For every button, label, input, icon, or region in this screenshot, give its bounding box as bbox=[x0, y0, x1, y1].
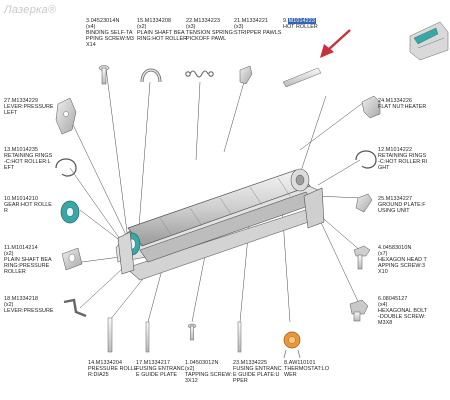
stripper-pawl-part bbox=[239, 65, 253, 85]
leader-line bbox=[317, 213, 363, 253]
thermostat-part bbox=[283, 331, 301, 359]
highlighted-part-number: M1014223 bbox=[287, 18, 316, 24]
tapping-screw-part bbox=[187, 323, 197, 341]
leader-line bbox=[195, 81, 201, 161]
bearing-pressure-roller-part bbox=[61, 247, 83, 271]
pointer-arrow bbox=[320, 29, 351, 58]
part-label: 13.M1014235 RETAINING RINGS-C:HOT ROLLER… bbox=[4, 147, 53, 172]
leader-line bbox=[299, 101, 365, 151]
fusing-unit-assembly bbox=[115, 168, 325, 281]
ground-plate-part bbox=[355, 193, 373, 213]
part-label: 22.M1334223(x3) TENSION SPRING:PICKOFF P… bbox=[186, 18, 235, 43]
binding-screw-part bbox=[98, 65, 110, 85]
hot-roller-part bbox=[282, 67, 322, 88]
part-label: 18.M1334218(x2) LEVER:PRESSURE bbox=[4, 296, 54, 315]
part-label: 24.M1334226 FLAT NUT:HEATER bbox=[378, 98, 427, 111]
hexagonal-bolt-part bbox=[349, 299, 369, 322]
tension-spring-part bbox=[185, 70, 214, 78]
part-label: 1.04503012N(x2) TAPPING SCREW:3X12 bbox=[185, 360, 232, 385]
retaining-ring-left-part bbox=[55, 158, 77, 177]
leader-line bbox=[299, 95, 327, 175]
leader-line bbox=[105, 67, 129, 241]
flat-nut-part bbox=[361, 95, 381, 119]
part-label-highlighted: 9.M1014223 HOT ROLLER bbox=[283, 18, 318, 31]
leader-line bbox=[137, 81, 151, 241]
leader-line bbox=[317, 215, 363, 311]
leader-line bbox=[223, 81, 245, 153]
leader-line bbox=[314, 195, 363, 199]
plain-shaft-bearing-part bbox=[140, 68, 162, 83]
thumbnail-machine bbox=[409, 21, 449, 61]
lever-pressure-part bbox=[63, 298, 87, 318]
watermark-text: Лазерка® bbox=[4, 4, 57, 16]
gear-hot-roller-part bbox=[60, 200, 80, 224]
lever-pressure-left-part bbox=[55, 97, 77, 135]
part-label: 21.M1334221(x3) STRIPPER PAWLS bbox=[234, 18, 282, 37]
leader-line bbox=[65, 109, 127, 236]
part-label: 6.08045127(x4) HEXAGONAL BOLT-DOUBLE SCR… bbox=[378, 296, 428, 327]
fusing-entrance-guide-plate-upper-part bbox=[237, 321, 242, 353]
part-label: 12.M1014222 RETAINING RINGS-C:HOT ROLLER… bbox=[378, 147, 428, 172]
pressure-roller-part bbox=[107, 317, 113, 353]
fusing-entrance-guide-plate-part bbox=[145, 321, 150, 353]
retaining-ring-right-part bbox=[355, 150, 377, 169]
leader-line bbox=[69, 167, 123, 243]
leader-line bbox=[317, 159, 361, 186]
hexagon-screw-part bbox=[353, 245, 371, 270]
